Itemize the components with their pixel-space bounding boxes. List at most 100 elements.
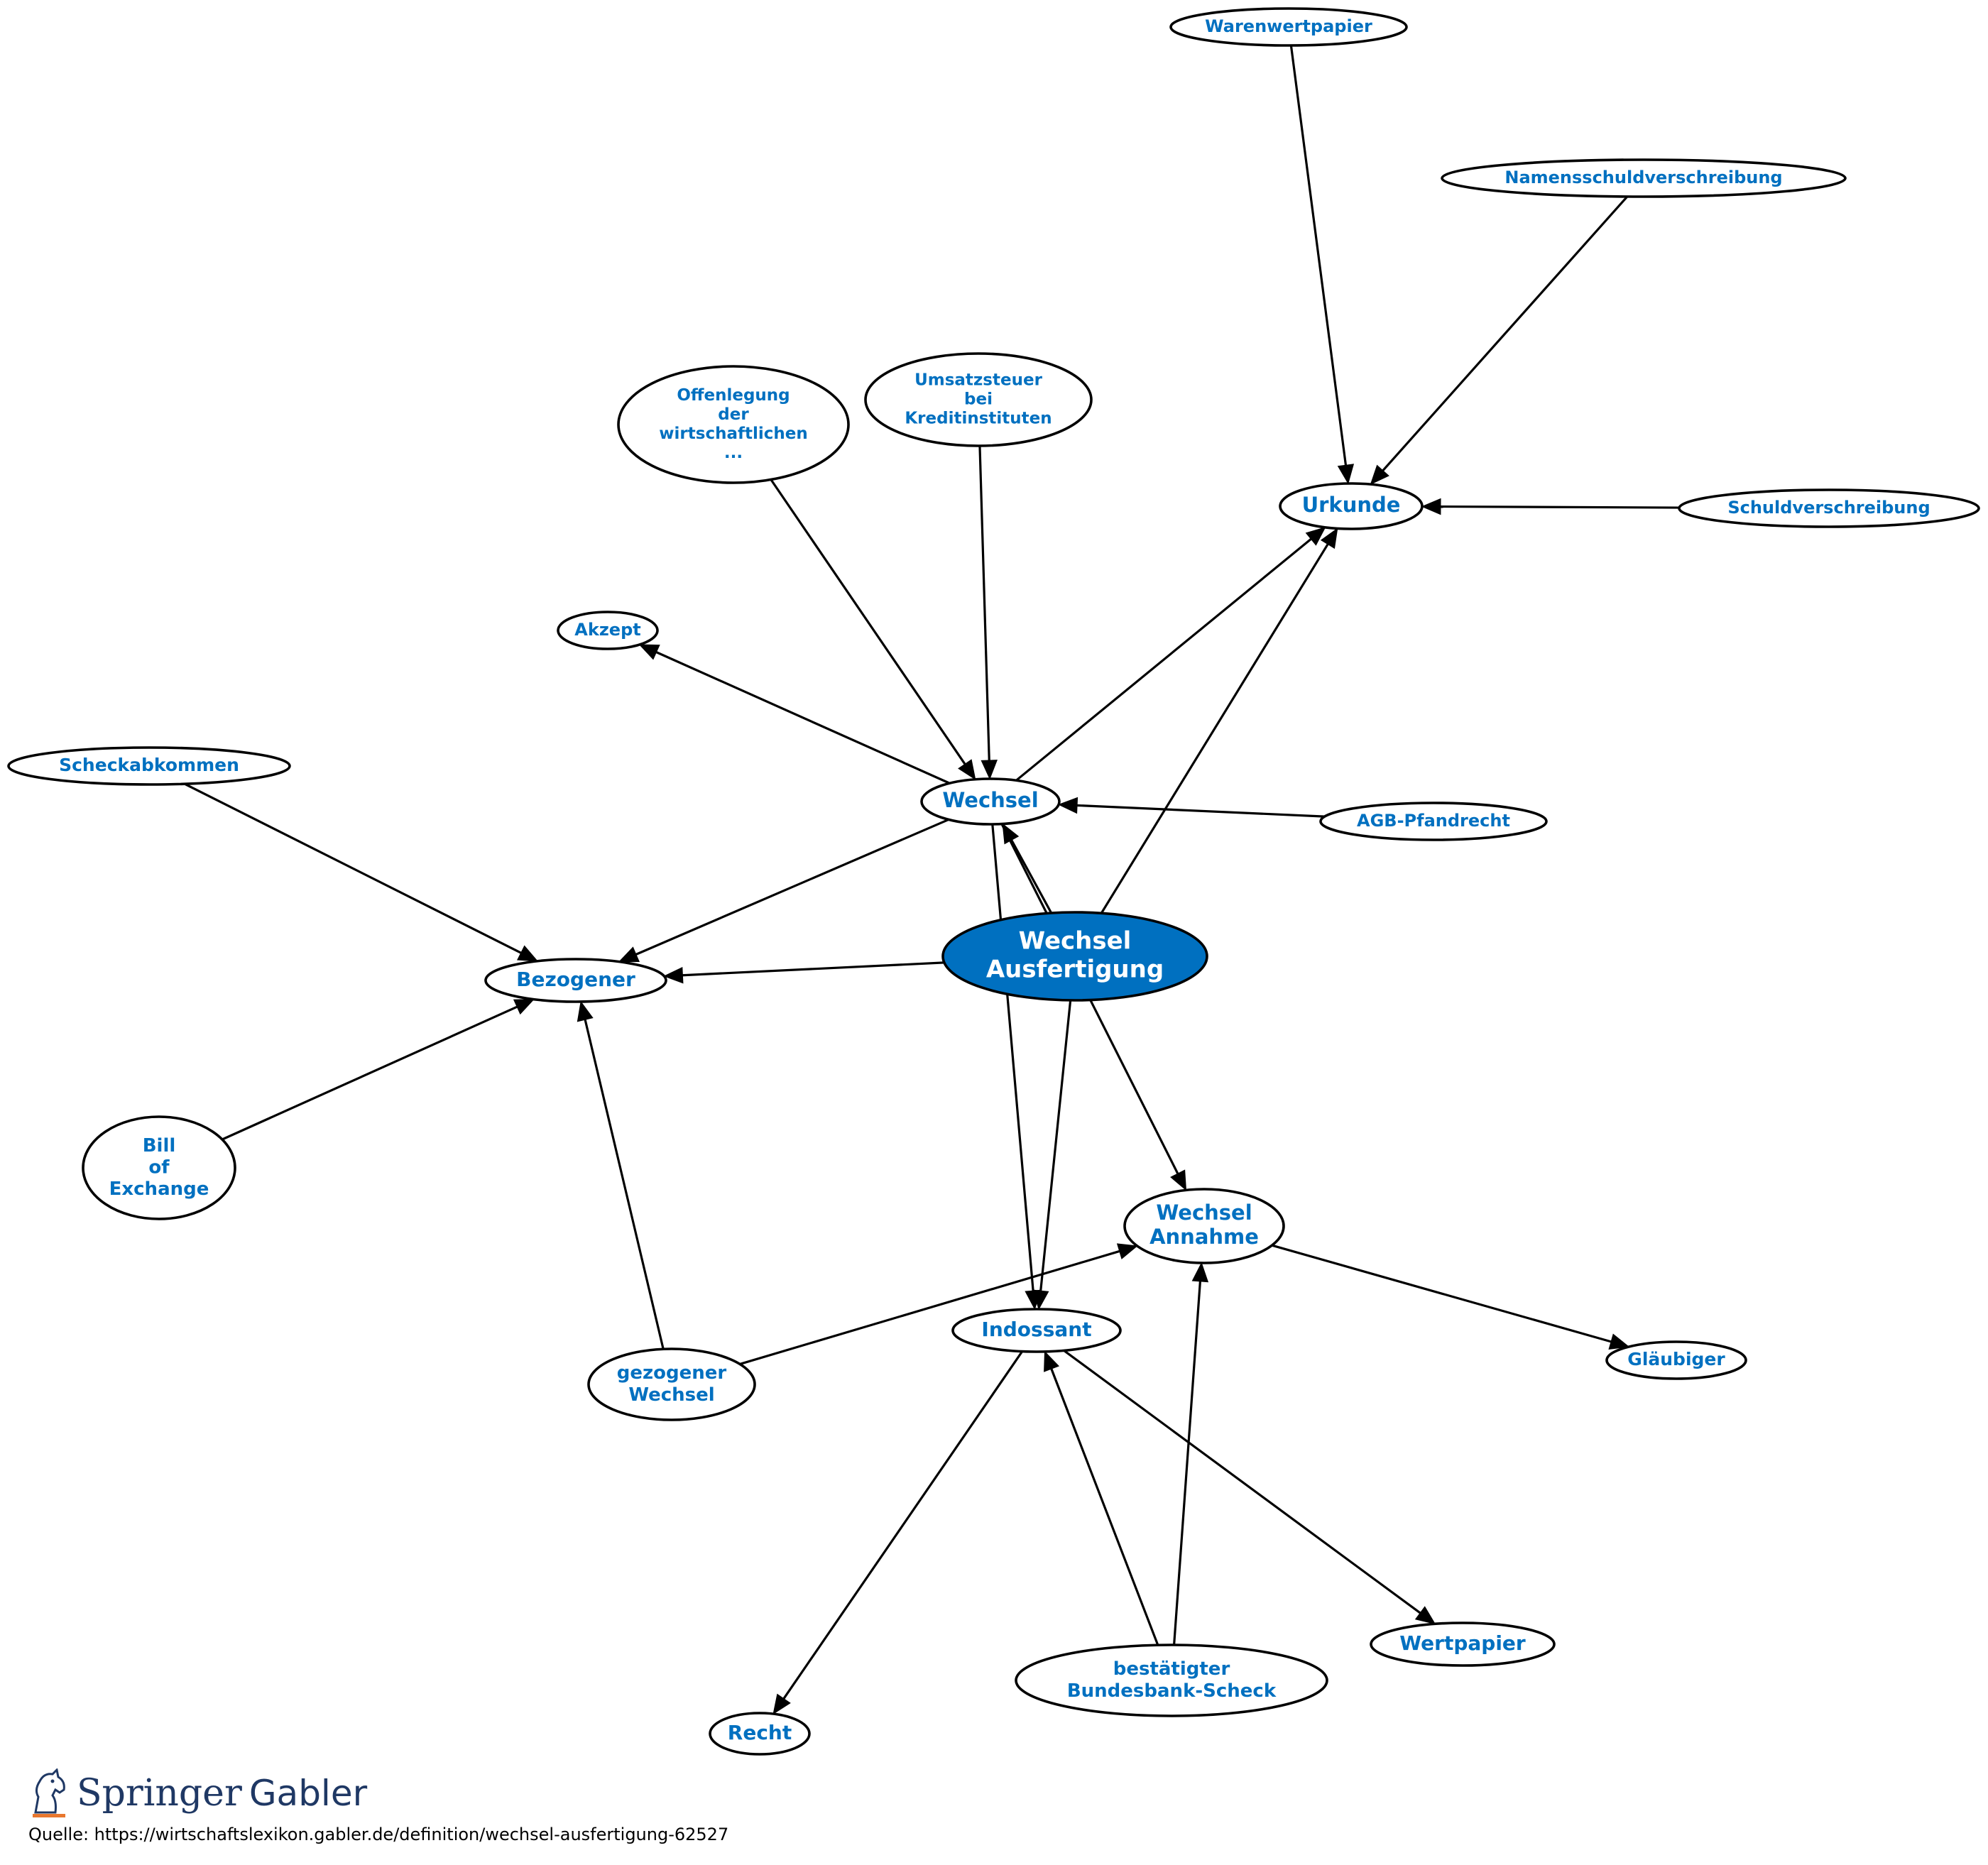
node-indossant[interactable]: Indossant	[951, 1308, 1122, 1353]
node-ellipse	[1605, 1340, 1747, 1380]
node-label-line: Namensschuldverschreibung	[1504, 168, 1782, 187]
edge-line	[991, 824, 1034, 1291]
arrowhead	[981, 760, 998, 780]
edge-line	[1039, 1000, 1072, 1291]
node-label-line: Wechsel	[628, 1384, 714, 1406]
node-label-line: AGB-Pfandrecht	[1357, 811, 1510, 831]
edge-line	[1440, 505, 1680, 509]
nodes-layer: WarenwertpapierNamensschuldverschreibung…	[7, 7, 1980, 1756]
node-ellipse	[1370, 1621, 1556, 1667]
edge-wechsel-to-bezogener	[618, 818, 949, 963]
node-label-line: Umsatzsteuer	[914, 371, 1042, 389]
node-agb[interactable]: AGB-Pfandrecht	[1319, 802, 1548, 841]
node-label-line: Offenlegung	[677, 386, 790, 405]
node-label-line: Annahme	[1149, 1225, 1259, 1249]
node-schuldverschreibung[interactable]: Schuldverschreibung	[1678, 488, 1980, 528]
node-ellipse	[941, 911, 1208, 1002]
edge-indossant-to-wertpapier	[1063, 1350, 1436, 1625]
arrowhead	[663, 966, 684, 984]
node-label-line: bei	[964, 390, 993, 409]
arrowhead	[1370, 464, 1389, 486]
node-label-line: of	[148, 1157, 170, 1178]
node-label-line: Bundesbank-Scheck	[1067, 1680, 1277, 1702]
edge-umsatzsteuer-to-wechsel	[978, 445, 998, 780]
arrowhead	[772, 1693, 791, 1715]
node-label-line: bestätigter	[1113, 1658, 1230, 1680]
node-label-line: Ausfertigung	[986, 956, 1164, 984]
arrowhead	[577, 1000, 594, 1022]
edge-line	[635, 818, 949, 956]
edge-center-to-bezogener	[663, 961, 945, 984]
node-label-line: Bill	[143, 1135, 176, 1156]
edge-line	[739, 1249, 1120, 1365]
node-ellipse	[709, 1712, 811, 1756]
node-wertpapier[interactable]: Wertpapier	[1370, 1621, 1556, 1667]
node-bezogener[interactable]: Bezogener	[484, 958, 667, 1003]
arrowhead	[1002, 823, 1020, 845]
edge-schuldverschreibung-to-urkunde	[1421, 498, 1680, 515]
edge-line	[1015, 538, 1312, 782]
edges-layer	[184, 45, 1680, 1715]
node-akzept[interactable]: Akzept	[557, 611, 659, 650]
node-offenlegung[interactable]: Offenlegungderwirtschaftlichen...	[617, 365, 850, 484]
arrowhead	[1320, 527, 1338, 549]
arrowhead	[517, 945, 539, 962]
edge-line	[770, 478, 966, 765]
node-ellipse	[1678, 488, 1980, 528]
springer-gabler-logo: Springer Gabler	[28, 1766, 367, 1820]
arrowhead	[958, 759, 976, 780]
edge-center-to-wechsel	[1002, 823, 1053, 914]
edge-line	[1010, 839, 1053, 914]
node-urkunde[interactable]: Urkunde	[1279, 482, 1424, 530]
source-link[interactable]: Quelle: https://wirtschaftslexikon.gable…	[28, 1825, 729, 1844]
node-label-line: Schuldverschreibung	[1727, 498, 1930, 518]
node-label-line: der	[718, 405, 749, 424]
edge-bestaetigter-to-indossant	[1044, 1350, 1159, 1646]
arrowhead	[1608, 1333, 1630, 1350]
node-label-line: Recht	[728, 1721, 792, 1744]
node-label-line: ...	[724, 444, 743, 462]
node-label-line: Kreditinstituten	[905, 410, 1052, 428]
edge-scheckabkommen-to-bezogener	[184, 782, 539, 962]
edge-line	[655, 651, 951, 784]
edge-line	[1272, 1244, 1612, 1343]
edge-line	[682, 961, 945, 977]
edge-line	[1289, 45, 1348, 466]
arrowhead	[638, 644, 660, 660]
node-scheckabkommen[interactable]: Scheckabkommen	[7, 746, 291, 786]
knight-horse-icon	[33, 1768, 65, 1817]
node-ellipse	[484, 958, 667, 1003]
edge-namensschuld-to-urkunde	[1370, 195, 1629, 486]
edge-line	[1100, 543, 1329, 914]
arrowhead	[1337, 464, 1355, 485]
node-ellipse	[617, 365, 850, 484]
edge-gezogener-to-annahme	[739, 1243, 1138, 1365]
arrowhead	[1191, 1262, 1209, 1283]
node-ellipse	[82, 1115, 236, 1220]
node-label-line: Gläubiger	[1627, 1349, 1725, 1369]
node-label-line: Wechsel	[942, 788, 1038, 812]
edge-offenlegung-to-wechsel	[770, 478, 976, 780]
arrowhead	[1305, 526, 1326, 546]
arrowhead	[1421, 498, 1441, 515]
edge-bill-to-bezogener	[222, 999, 535, 1141]
edge-gezogener-to-bezogener	[577, 1000, 665, 1350]
node-recht[interactable]: Recht	[709, 1712, 811, 1756]
edge-annahme-to-glaeubiger	[1272, 1244, 1630, 1350]
node-namensschuld[interactable]: Namensschuldverschreibung	[1441, 158, 1847, 198]
node-glaeubiger[interactable]: Gläubiger	[1605, 1340, 1747, 1380]
node-warenwertpapier[interactable]: Warenwertpapier	[1169, 7, 1408, 47]
node-wechsel[interactable]: Wechsel	[920, 777, 1061, 826]
edge-line	[184, 782, 522, 954]
node-label-line: Urkunde	[1302, 493, 1401, 517]
arrowhead	[1057, 797, 1078, 814]
logo-springer-text: Springer	[77, 1772, 242, 1815]
arrowhead	[513, 999, 535, 1015]
